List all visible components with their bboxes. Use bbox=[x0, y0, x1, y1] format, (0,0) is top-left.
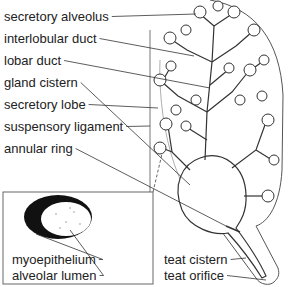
annular-ring bbox=[226, 226, 240, 232]
part-label: teat orifice bbox=[164, 268, 224, 283]
duct-tree bbox=[162, 14, 272, 196]
part-label: secretory alveolus bbox=[4, 9, 109, 24]
inset-frame bbox=[3, 192, 153, 284]
part-label: alveolar lumen bbox=[12, 268, 97, 283]
leader-line bbox=[126, 126, 150, 128]
alveolus-wall bbox=[24, 195, 92, 239]
part-label: interlobular duct bbox=[4, 31, 97, 46]
alveolar-lumen bbox=[41, 202, 91, 236]
leader-line bbox=[76, 149, 226, 227]
part-label: secretory lobe bbox=[4, 97, 86, 112]
alveoli bbox=[154, 1, 279, 202]
leader-line bbox=[112, 14, 196, 17]
part-label: suspensory ligament bbox=[4, 119, 123, 134]
lumen-dots bbox=[55, 207, 81, 229]
leader-line bbox=[64, 61, 210, 89]
leader-line bbox=[89, 105, 158, 109]
part-label: gland cistern bbox=[4, 75, 78, 90]
part-label: teat cistern bbox=[164, 252, 228, 267]
part-label: lobar duct bbox=[4, 53, 61, 68]
leader-line bbox=[100, 39, 195, 57]
leader-line bbox=[227, 276, 266, 281]
part-label: annular ring bbox=[4, 141, 73, 156]
leader-line bbox=[231, 258, 246, 260]
ligament-line bbox=[150, 30, 151, 192]
part-label: myoepithelium bbox=[12, 252, 96, 267]
inset-pointer bbox=[153, 154, 162, 192]
